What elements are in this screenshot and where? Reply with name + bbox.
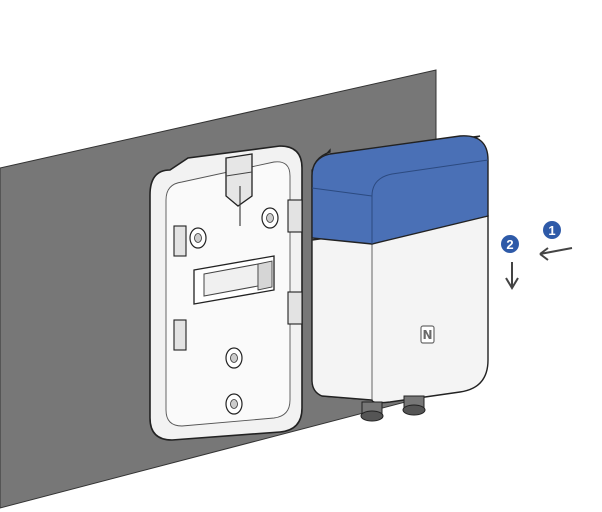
bracket-clip bbox=[173, 225, 187, 257]
step-number: 2 bbox=[506, 237, 513, 252]
mounting-bracket bbox=[149, 145, 303, 441]
nfc-badge bbox=[420, 325, 435, 344]
device-lid bbox=[311, 135, 489, 245]
bracket-clip bbox=[173, 319, 187, 351]
cable-gland bbox=[360, 401, 384, 422]
step-2-marker: 2 bbox=[501, 235, 519, 290]
device: N bbox=[311, 135, 489, 422]
push-arrow-icon bbox=[539, 247, 573, 261]
bracket-slot bbox=[193, 255, 275, 305]
bracket-latch bbox=[225, 153, 253, 207]
screw-hole bbox=[189, 227, 207, 249]
nfc-label: N bbox=[422, 328, 432, 342]
bracket-clip bbox=[287, 199, 303, 233]
step-number: 1 bbox=[548, 223, 555, 238]
screw-hole bbox=[261, 207, 279, 229]
step-badge bbox=[501, 235, 519, 253]
down-arrow-icon bbox=[505, 262, 519, 290]
screw-hole bbox=[225, 347, 243, 369]
cable-gland bbox=[402, 395, 426, 416]
step-badge bbox=[543, 221, 561, 239]
step-1-marker: 1 bbox=[539, 221, 573, 261]
bracket-clip bbox=[287, 291, 303, 325]
screw-hole bbox=[225, 393, 243, 415]
device-housing bbox=[311, 215, 489, 404]
